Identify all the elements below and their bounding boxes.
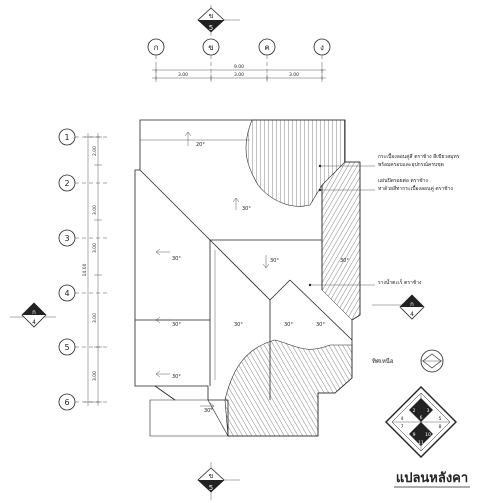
grid-left-4: 4 <box>64 289 69 298</box>
key-3: 3 <box>427 408 430 414</box>
dim-left-part-2: 3.00 <box>92 205 98 215</box>
note-2-line-1: แผ่นปิดรอยต่อ ตราช้าง <box>378 177 428 184</box>
section-marker-left: ก 4 <box>10 302 56 328</box>
dim-left-total: 14.00 <box>82 263 88 276</box>
section-right-letter: ก <box>410 301 414 308</box>
dim-top-part-3: 3.00 <box>289 72 299 78</box>
slope-labels: 20° 30° 30° 30° 30° 30° 30° 30° 30° 30° … <box>172 142 349 414</box>
note-1-line-2: พร้อมครอบและอุปกรณ์ครบชุด <box>378 161 444 168</box>
key-plan: 1 2 3 4 5 6 7 8 9 10 11 <box>385 386 457 458</box>
key-1: 1 <box>420 400 423 406</box>
section-marker-top: ข 5 <box>197 5 240 36</box>
grid-left-3: 3 <box>64 234 69 243</box>
grid-left-2: 2 <box>64 179 69 188</box>
slope-label-1: 20° <box>196 142 205 148</box>
slope-label-10: 30° <box>204 408 213 414</box>
section-marker-bottom: ข 5 <box>197 462 240 500</box>
section-left-number: 4 <box>32 319 36 326</box>
grid-top-d: ง <box>320 43 324 52</box>
roof-notes: กระเบื้องลอนคู่สี ตราช้าง สีเขียวสมุทร พ… <box>308 151 460 287</box>
grid-left-1: 1 <box>64 133 69 142</box>
slope-label-5: 30° <box>172 322 181 328</box>
dimension-left: 14.00 2.00 3.00 3.00 3.00 3.00 <box>82 133 102 406</box>
section-bottom-letter: ข <box>209 472 214 480</box>
dim-left-part-3: 3.00 <box>92 243 98 253</box>
key-4: 4 <box>401 416 404 422</box>
key-2: 2 <box>413 408 416 414</box>
slope-label-6: 30° <box>234 322 243 328</box>
slope-label-4: 30° <box>270 258 279 264</box>
slope-label-8: 30° <box>316 322 325 328</box>
key-11: 11 <box>418 440 424 446</box>
north-arrow: ทิศเหนือ <box>372 349 444 373</box>
section-marker-right: ก 4 <box>372 294 425 320</box>
section-top-letter: ข <box>209 12 214 20</box>
roof-outline <box>134 119 361 437</box>
note-3: รางน้ำตะเร็ ตราช้าง <box>378 277 422 286</box>
dimension-top: 9.00 3.00 3.00 3.00 <box>152 64 326 82</box>
key-6: 6 <box>420 415 423 421</box>
key-7: 7 <box>401 424 404 430</box>
section-bottom-number: 5 <box>209 484 213 492</box>
dim-left-part-1: 2.00 <box>92 146 98 156</box>
north-label: ทิศเหนือ <box>372 357 394 365</box>
note-1-line-1: กระเบื้องลอนคู่สี ตราช้าง สีเขียวสมุทร <box>378 151 460 160</box>
dim-left-part-5: 3.00 <box>92 371 98 381</box>
grid-left-5: 5 <box>64 343 69 352</box>
grid-top-c: ค <box>264 43 269 52</box>
dim-top-total: 9.00 <box>234 64 244 70</box>
slope-label-2: 30° <box>242 206 251 212</box>
slope-arrows <box>155 131 270 410</box>
slope-label-7: 30° <box>284 322 293 328</box>
grid-left-6: 6 <box>64 398 69 407</box>
section-left-letter: ก <box>32 309 36 316</box>
dim-top-part-1: 3.00 <box>178 72 188 78</box>
key-8: 8 <box>439 424 442 430</box>
grid-top-a: ก <box>154 43 159 52</box>
key-9: 9 <box>413 432 416 438</box>
grid-top-b: ข <box>208 43 213 52</box>
section-right-number: 4 <box>410 311 414 318</box>
grid-bubbles-top: ก ข ค ง <box>147 38 331 80</box>
drawing-title: แปลนหลังคา <box>396 471 468 486</box>
dim-top-part-2: 3.00 <box>234 72 244 78</box>
dim-left-part-4: 3.00 <box>92 313 98 323</box>
slope-label-9: 30° <box>172 374 181 380</box>
key-5: 5 <box>439 416 442 422</box>
section-top-number: 5 <box>209 24 213 32</box>
key-10: 10 <box>425 432 431 438</box>
slope-label-3: 30° <box>172 256 181 262</box>
note-2-line-2: หาด้วยสีทากระเบื้องลอนคู่ ตราช้าง <box>378 183 453 192</box>
slope-label-11: 30° <box>340 258 349 264</box>
